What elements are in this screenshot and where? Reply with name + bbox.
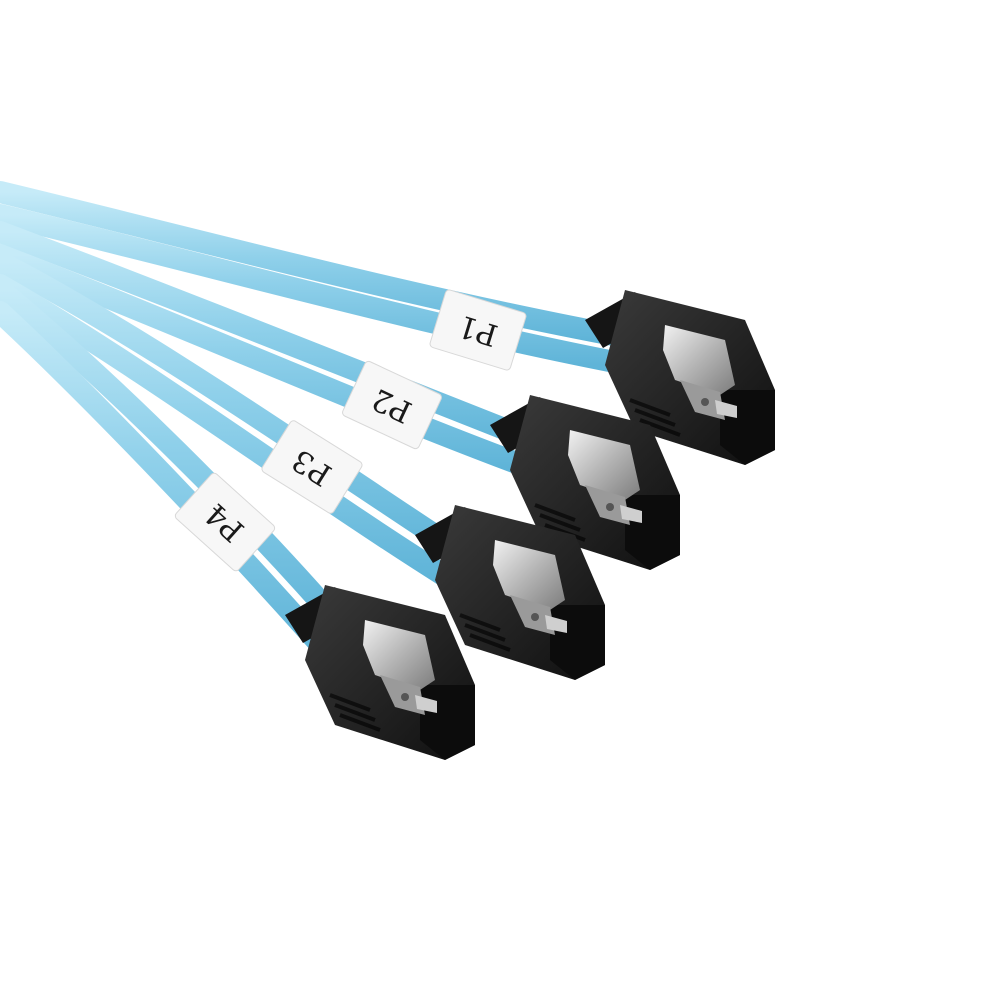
label-sleeve-p4: P4 <box>174 472 276 572</box>
cable-p2-upper <box>0 221 556 456</box>
cable-p1-upper <box>0 181 651 351</box>
label-sleeve-p1: P1 <box>429 289 527 371</box>
label-sleeve-p2: P2 <box>342 360 442 450</box>
cable-p3-upper <box>0 251 476 566</box>
cable-p3-lower <box>0 274 459 589</box>
label-sleeve-p3: P3 <box>261 420 363 514</box>
cable-p4-lower <box>0 301 336 661</box>
cable-p1-lower <box>0 204 641 376</box>
cable-p4-upper <box>0 279 356 641</box>
cable-p2-lower <box>0 244 541 479</box>
cable-bundle <box>0 181 651 661</box>
